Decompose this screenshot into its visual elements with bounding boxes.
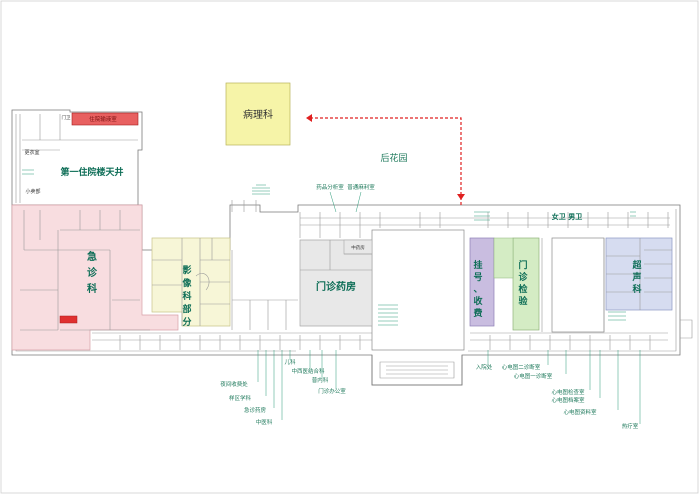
emergency-zone: [11, 204, 179, 351]
label-imaging: 影像科部分: [181, 265, 192, 328]
label-ultrasound: 超声科: [631, 259, 642, 295]
stairs: [22, 169, 636, 326]
callout-label: 中医科: [256, 418, 273, 426]
route-to-pathology: [310, 117, 462, 205]
callout-label: 心电图资料室: [563, 408, 597, 416]
label-emergency: 急诊科: [87, 250, 98, 295]
callout-label: 夜间收费处: [220, 380, 248, 388]
callout-label: 普内科: [312, 376, 329, 384]
label-general-room: 普通麻利室: [347, 183, 375, 191]
pathology-zone: [225, 82, 291, 146]
label-registration: 挂号、收费: [473, 259, 482, 319]
label-changing-room: 更衣室: [24, 149, 39, 156]
label-drug-analysis: 药品分析室: [316, 183, 344, 191]
route-arrowhead-down: [457, 194, 465, 200]
label-kiosk: 小卖部: [25, 188, 40, 195]
callout-label: 热疗室: [622, 422, 639, 430]
route-arrowhead-left: [306, 114, 312, 122]
callout-label: 中西医结合科: [291, 367, 325, 375]
label-pharmacy: 门诊药房: [316, 280, 356, 293]
label-toilets: 女卫 男卫: [552, 212, 582, 221]
label-pathology: 病理科: [243, 108, 273, 121]
callout-label: 儿科: [284, 358, 296, 366]
clinic-check-zone: [512, 237, 540, 331]
callout-label: 样区学科: [229, 394, 252, 402]
inpatient-infusion-block: [71, 112, 139, 126]
callout-layer: 夜间收费处样区学科急诊药房中医科儿科中西医结合科普内科门诊办公室心电图二诊断室心…: [220, 350, 641, 430]
callout-label: 门诊办公室: [318, 387, 346, 395]
callout-label: 心电图档案室: [551, 396, 585, 404]
label-chinese-pharmacy: 中药房: [351, 244, 365, 251]
registration-zone: [469, 237, 495, 327]
label-infusion-room: 住院输液室: [89, 115, 117, 123]
label-clinic-check: 门诊检验: [518, 259, 528, 307]
callout-label: 心电图检查室: [551, 388, 585, 396]
emergency-red-room: [59, 315, 78, 324]
callout-label: 急诊药房: [244, 406, 267, 414]
callout-label: 入院处: [476, 363, 493, 371]
label-gate: 门卫: [62, 114, 71, 121]
callout-label: 心电图二诊断室: [502, 363, 541, 371]
callout-label: 心电图一诊断室: [514, 372, 553, 380]
label-garden: 后花园: [380, 152, 407, 164]
label-inpatient-courtyard: 第一住院楼天井: [60, 166, 123, 178]
